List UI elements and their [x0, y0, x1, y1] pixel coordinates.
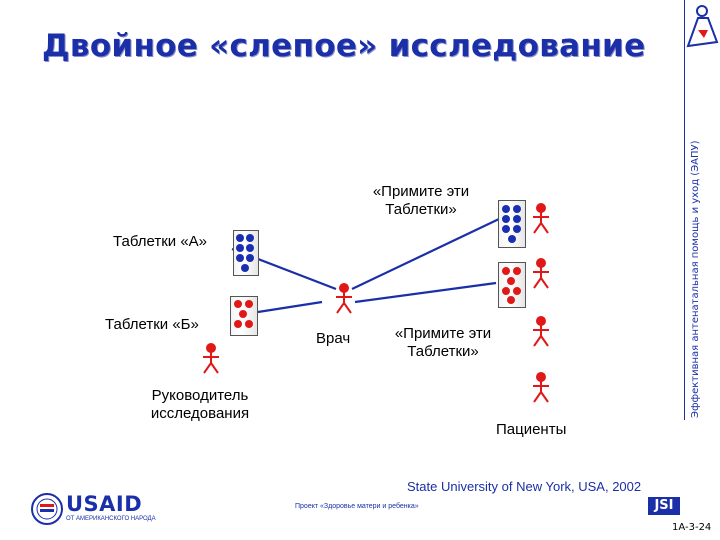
- patient-bottle-red: [498, 262, 526, 308]
- pill-bottle-a: [233, 230, 259, 276]
- patients-label: Пациенты: [496, 421, 567, 438]
- side-divider: [684, 0, 685, 420]
- patient-figure-icon: [533, 203, 549, 234]
- usaid-tagline: ОТ АМЕРИКАНСКОГО НАРОДА: [66, 516, 156, 522]
- pills-b-label: Таблетки «Б»: [105, 316, 199, 333]
- researcher-label: Руководитель исследования: [150, 387, 250, 422]
- jsi-logo: JSI: [648, 497, 680, 515]
- usaid-logo: USAID: [66, 492, 143, 516]
- mother-child-icon: [686, 5, 719, 48]
- slide-title: Двойное «слепое» исследование: [42, 28, 646, 64]
- pills-a-label: Таблетки «А»: [113, 233, 208, 250]
- speech-top: «Примите эти Таблетки»: [372, 183, 470, 218]
- usaid-seal-icon: [31, 493, 63, 525]
- speech-bottom: «Примите эти Таблетки»: [394, 325, 492, 360]
- patient-figure-icon: [533, 316, 549, 347]
- pill-bottle-b: [230, 296, 258, 336]
- patient-figure-icon: [533, 258, 549, 289]
- source-citation: State University of New York, USA, 2002: [407, 479, 642, 494]
- project-name: Проект «Здоровье матери и ребенка»: [295, 503, 419, 510]
- researcher-figure-icon: [203, 343, 219, 374]
- patient-figure-icon: [533, 372, 549, 403]
- doctor-label: Врач: [316, 330, 351, 347]
- doctor-figure-icon: [336, 283, 352, 314]
- slide-code: 1A-3-24: [672, 522, 712, 533]
- patient-bottle-blue: [498, 200, 526, 248]
